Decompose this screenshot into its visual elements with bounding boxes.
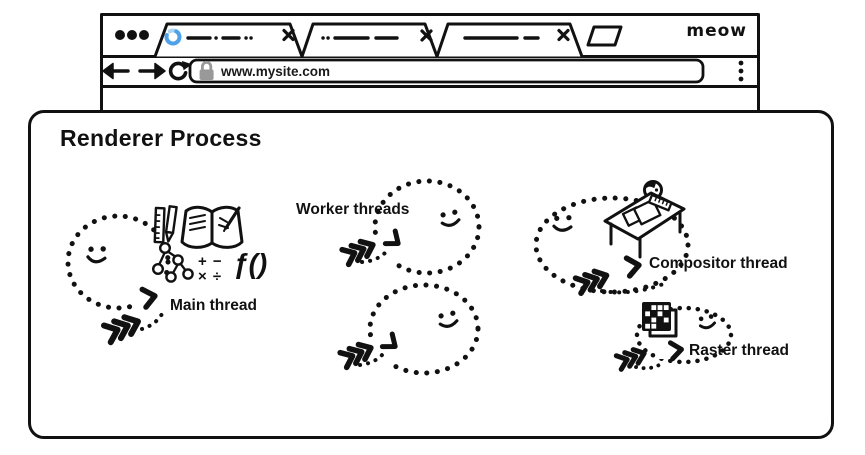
window-dots-icon[interactable] bbox=[115, 30, 149, 40]
renderer-process-title: Renderer Process bbox=[60, 125, 262, 151]
tab-background-2[interactable] bbox=[435, 22, 584, 58]
back-button[interactable] bbox=[102, 62, 130, 80]
close-icon[interactable] bbox=[557, 28, 570, 42]
address-url: www.mysite.com bbox=[220, 64, 330, 79]
address-bar[interactable]: www.mysite.com bbox=[188, 58, 705, 84]
renderer-process-box: Renderer Process bbox=[28, 110, 834, 439]
reload-icon bbox=[168, 61, 192, 81]
reload-button[interactable] bbox=[168, 61, 192, 81]
kebab-menu-icon[interactable] bbox=[738, 60, 744, 82]
forward-button[interactable] bbox=[138, 62, 166, 80]
browser-window: www.mysite.com meow bbox=[100, 13, 760, 135]
loading-spinner-icon bbox=[164, 28, 182, 46]
close-icon[interactable] bbox=[282, 28, 295, 42]
worker-threads-label: Worker threads bbox=[296, 201, 410, 218]
tab-background-1[interactable] bbox=[300, 22, 439, 58]
lock-icon bbox=[199, 61, 214, 80]
tab-active[interactable] bbox=[153, 22, 304, 58]
main-thread-label: Main thread bbox=[170, 297, 257, 314]
raster-thread-label: Raster thread bbox=[689, 342, 789, 359]
back-arrow-icon bbox=[102, 62, 130, 80]
close-icon[interactable] bbox=[420, 29, 433, 42]
compositor-thread-label: Compositor thread bbox=[649, 255, 788, 272]
browser-frame bbox=[100, 13, 760, 135]
new-tab-icon[interactable] bbox=[586, 25, 623, 47]
browser-brand: meow bbox=[686, 21, 747, 41]
forward-arrow-icon bbox=[138, 62, 166, 80]
